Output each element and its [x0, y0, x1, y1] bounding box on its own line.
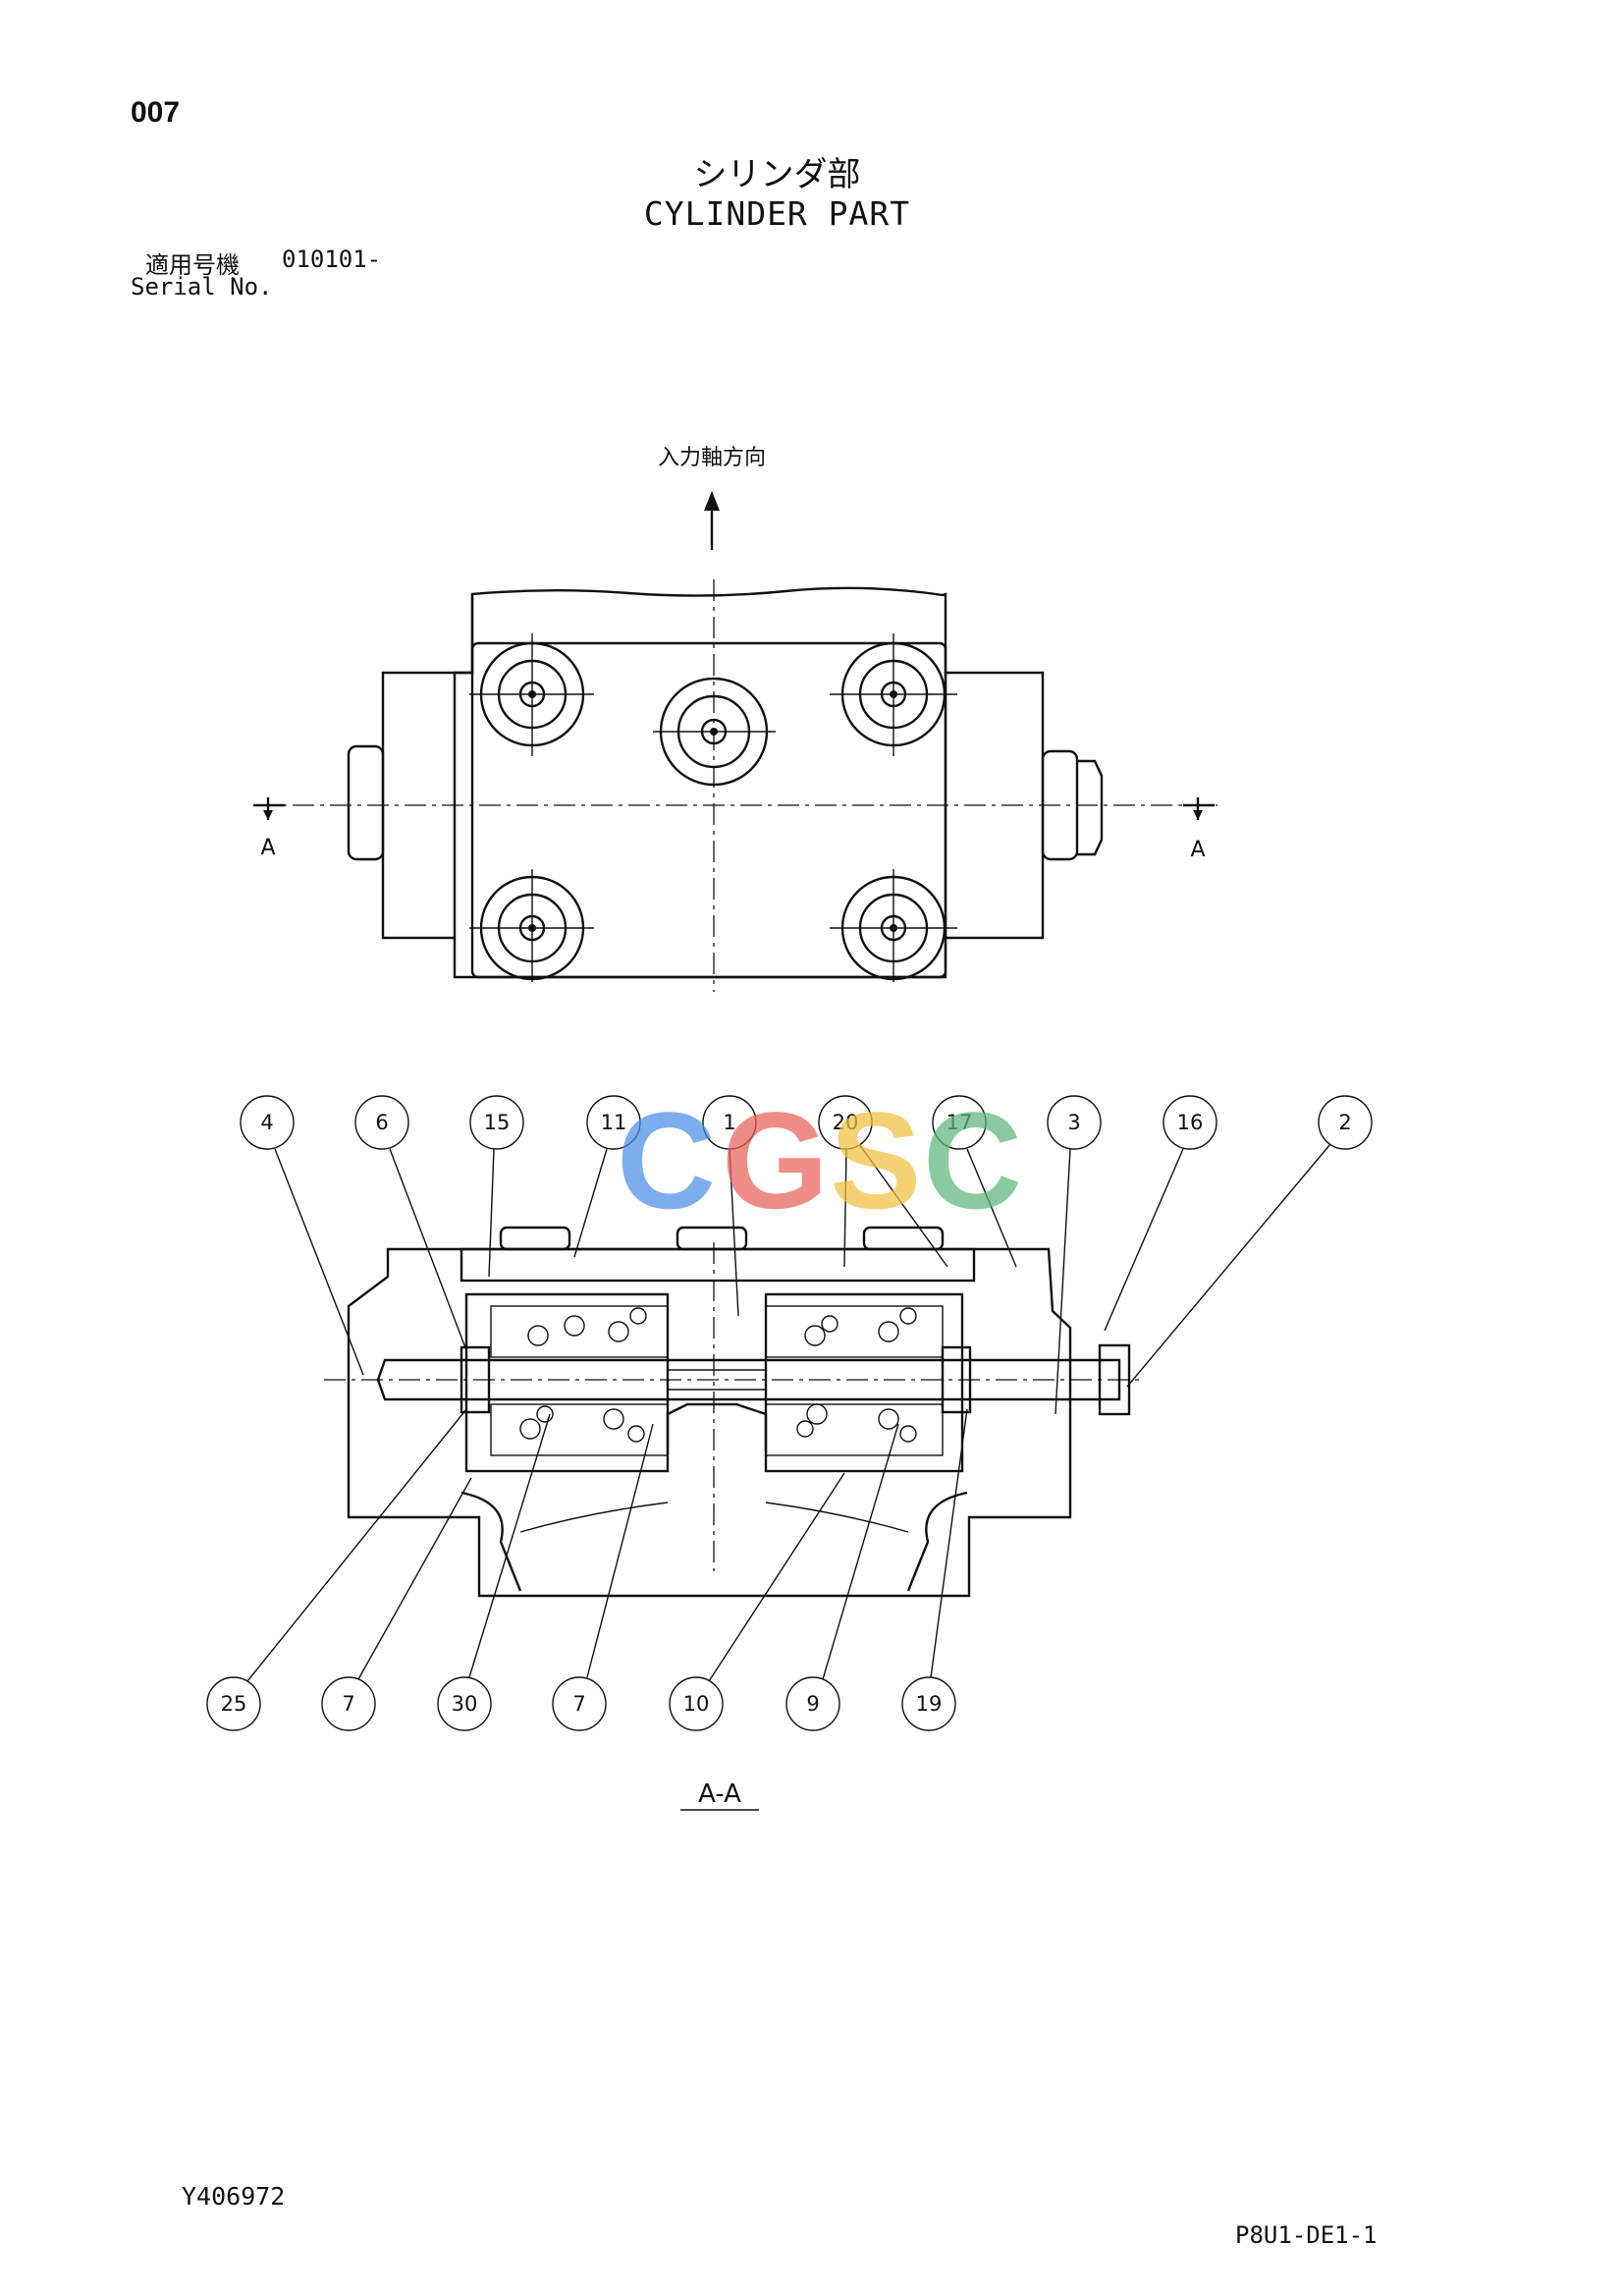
callout-1: 1 — [723, 1111, 735, 1134]
serial-label-english: Serial No. — [131, 273, 273, 301]
callout-30: 30 — [452, 1692, 478, 1716]
callout-16: 16 — [1177, 1111, 1204, 1134]
title-english: CYLINDER PART — [643, 194, 911, 233]
left-cap — [347, 744, 385, 861]
section-marker-right: A — [1183, 797, 1215, 862]
section-view — [324, 1226, 1139, 1598]
page-code: P8U1-DE1-1 — [1235, 2221, 1378, 2249]
serial-value: 010101- — [282, 246, 382, 273]
housing-outline — [347, 1247, 1072, 1598]
bolt-top-right — [830, 633, 957, 756]
document-id: Y406972 — [182, 2182, 286, 2211]
callout-3: 3 — [1067, 1111, 1080, 1134]
callout-20: 20 — [833, 1111, 859, 1134]
right-nut — [1077, 759, 1104, 856]
watermark-logo: C G S C — [617, 1083, 1022, 1237]
left-piston-balls — [519, 1307, 647, 1443]
svg-text:A-A: A-A — [698, 1779, 741, 1809]
callout-17: 17 — [947, 1111, 973, 1134]
svg-text:A: A — [1190, 838, 1205, 862]
watermark-letter-g: G — [722, 1083, 829, 1237]
callout-15: 15 — [484, 1111, 511, 1134]
callout-11: 11 — [601, 1111, 627, 1134]
watermark-letter-c2: C — [923, 1083, 1022, 1237]
left-bore — [464, 1292, 670, 1473]
upper-plate — [460, 1247, 976, 1283]
lower-mount — [460, 1491, 968, 1592]
watermark-letter-s: S — [830, 1083, 921, 1237]
body-outline — [453, 586, 947, 979]
callout-2: 2 — [1338, 1111, 1351, 1134]
input-direction-label: 入力軸方向 — [658, 446, 766, 470]
callout-6: 6 — [375, 1111, 388, 1134]
bolt-bottom-right — [830, 869, 957, 982]
shaft — [376, 1358, 1121, 1401]
bolt-top-left — [469, 633, 594, 756]
section-caption: A-A — [680, 1779, 759, 1811]
callout-4: 4 — [260, 1111, 273, 1134]
watermark-letter-c1: C — [617, 1083, 716, 1237]
callout-19: 19 — [916, 1692, 943, 1716]
page-number: 007 — [131, 96, 181, 129]
center-web — [666, 1402, 768, 1453]
callout-25: 25 — [221, 1692, 247, 1716]
section-marker-left: A — [253, 797, 285, 860]
right-bore — [764, 1292, 964, 1473]
inner-block — [470, 641, 947, 979]
callouts-bottom: 25 7 30 7 10 9 19 — [206, 1408, 968, 1731]
svg-text:A: A — [260, 836, 275, 860]
callout-7b: 7 — [572, 1692, 585, 1716]
callout-9: 9 — [806, 1692, 819, 1716]
callout-7a: 7 — [342, 1692, 354, 1716]
top-view: 入力軸方向 — [253, 446, 1217, 992]
input-direction-arrow — [704, 491, 720, 550]
title-japanese: シリンダ部 — [693, 155, 861, 194]
callouts-top: 4 6 15 11 1 20 17 3 16 2 — [240, 1095, 1373, 1415]
right-piston-balls — [796, 1307, 917, 1443]
callout-10: 10 — [683, 1692, 710, 1716]
serial-label-japanese: 適用号機 — [145, 251, 240, 279]
bolt-bottom-left — [469, 869, 594, 982]
